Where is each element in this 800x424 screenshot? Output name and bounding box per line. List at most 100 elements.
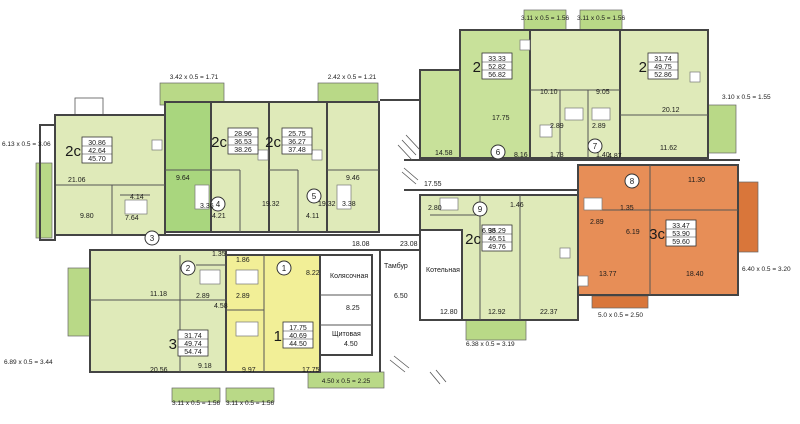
- boiler-room: [419, 229, 463, 321]
- apartment-4-room: [164, 101, 212, 233]
- corridor-walls: [55, 99, 740, 372]
- apartment-area-value: 35.29: [488, 228, 506, 235]
- room-area: 9.64: [176, 175, 190, 182]
- balcony-label: 3.11 x 0.5 = 1.56: [577, 15, 626, 22]
- apartment-area-value: 52.82: [488, 64, 506, 71]
- apartment-area-value: 38.26: [234, 147, 252, 154]
- balcony: [171, 387, 221, 403]
- room-area: 1.35: [212, 251, 226, 258]
- balcony: [225, 387, 275, 403]
- room-area: 9.80: [80, 213, 94, 220]
- stair-icon: [389, 134, 447, 385]
- balcony-label: 3.42 x 0.5 = 1.71: [170, 74, 219, 81]
- room-area: 7.64: [125, 215, 139, 222]
- apartment-3: [54, 114, 166, 236]
- room-area: 4.87: [608, 153, 622, 160]
- apartment-marker: [180, 260, 196, 276]
- room-area: 9.05: [596, 89, 610, 96]
- balcony-label: 3.11 x 0.5 = 1.56: [172, 400, 221, 407]
- apartment-area-value: 49.76: [488, 244, 506, 251]
- room-area: 17.55: [424, 181, 442, 188]
- room-area: 4.58: [214, 303, 228, 310]
- balcony-label: 3.11 x 0.5 = 1.56: [226, 400, 275, 407]
- room-area: 23.08: [400, 241, 418, 248]
- balcony-label: 3.10 x 0.5 = 1.55: [722, 94, 771, 101]
- room-area: 19.32: [318, 201, 336, 208]
- room-area: 1.40: [596, 152, 610, 159]
- apartment-area-value: 52.86: [654, 72, 672, 79]
- room-area: 9.46: [346, 175, 360, 182]
- room-area: 2.89: [590, 219, 604, 226]
- apartment-marker: [144, 230, 160, 246]
- room-area: 12.92: [488, 309, 506, 316]
- room-area: 4.50: [344, 341, 358, 348]
- room-area: 1.86: [236, 257, 250, 264]
- apartment-area-value: 25.75: [288, 131, 306, 138]
- apartment-number: 9: [478, 205, 483, 214]
- balcony: [35, 162, 53, 239]
- room-area: 2.80: [428, 205, 442, 212]
- room-area: 8.22: [306, 270, 320, 277]
- apartment-marker: [624, 173, 640, 189]
- utility-rooms: [319, 254, 373, 356]
- apartment-area-value: 56.82: [488, 72, 506, 79]
- apartment-area-value: 30.86: [88, 140, 106, 147]
- apartment-area-value: 53.90: [672, 231, 690, 238]
- room-area: 6.19: [626, 229, 640, 236]
- apartment-area-value: 45.70: [88, 156, 106, 163]
- apartment-area-value: 40.69: [289, 333, 307, 340]
- balcony-label: 6.13 x 0.5 = 3.06: [2, 141, 51, 148]
- apartment-area-value: 37.48: [288, 147, 306, 154]
- apartment-rooms: 2c: [65, 143, 81, 160]
- apartment-number: 2: [186, 264, 191, 273]
- apartment-rooms: 2c: [465, 231, 481, 248]
- room-area: 20.12: [662, 107, 680, 114]
- apartment-number: 3: [150, 234, 155, 243]
- balcony-label: 6.40 x 0.5 = 3.20: [742, 266, 791, 273]
- label-kolyas: Колясочная: [330, 273, 368, 280]
- apartment-area-value: 54.74: [184, 349, 202, 356]
- room-area: 2.89: [236, 293, 250, 300]
- balcony: [591, 295, 649, 309]
- room-area: 2.89: [592, 123, 606, 130]
- room-area: 6.98: [482, 228, 496, 235]
- balcony-label: 6.38 x 0.5 = 3.19: [466, 341, 515, 348]
- apartment-number: 6: [496, 148, 501, 157]
- apartment-marker: [306, 188, 322, 204]
- room-area: 4.14: [130, 194, 144, 201]
- room-area: 9.18: [198, 363, 212, 370]
- room-area: 20.56: [150, 367, 168, 374]
- room-area: 10.10: [540, 89, 558, 96]
- room-area: 12.80: [440, 309, 458, 316]
- apartment-area-value: 33.33: [488, 56, 506, 63]
- room-area: 1.46: [510, 202, 524, 209]
- room-area: 13.77: [599, 271, 617, 278]
- label-tambur: Тамбур: [384, 262, 408, 270]
- stair-porch: [74, 97, 104, 117]
- room-area: 22.37: [540, 309, 558, 316]
- room-area: 6.50: [394, 293, 408, 300]
- room-area: 19.32: [262, 201, 280, 208]
- room-area: 4.11: [306, 213, 319, 220]
- outer-wall: [39, 124, 56, 241]
- apartment-area-value: 44.50: [289, 341, 307, 348]
- apartment-rooms: 2: [639, 59, 647, 76]
- apartment-area-value: 49.75: [654, 64, 672, 71]
- room-area: 3.36: [200, 203, 214, 210]
- apartment-6-room: [459, 29, 531, 159]
- apartment-area-value: 33.47: [672, 223, 690, 230]
- apartment-area-value: 59.60: [672, 239, 690, 246]
- apartment-marker: [276, 260, 292, 276]
- balcony: [307, 371, 385, 389]
- apartment-area-value: 36.27: [288, 139, 306, 146]
- apartment-area-value: 31.74: [184, 333, 202, 340]
